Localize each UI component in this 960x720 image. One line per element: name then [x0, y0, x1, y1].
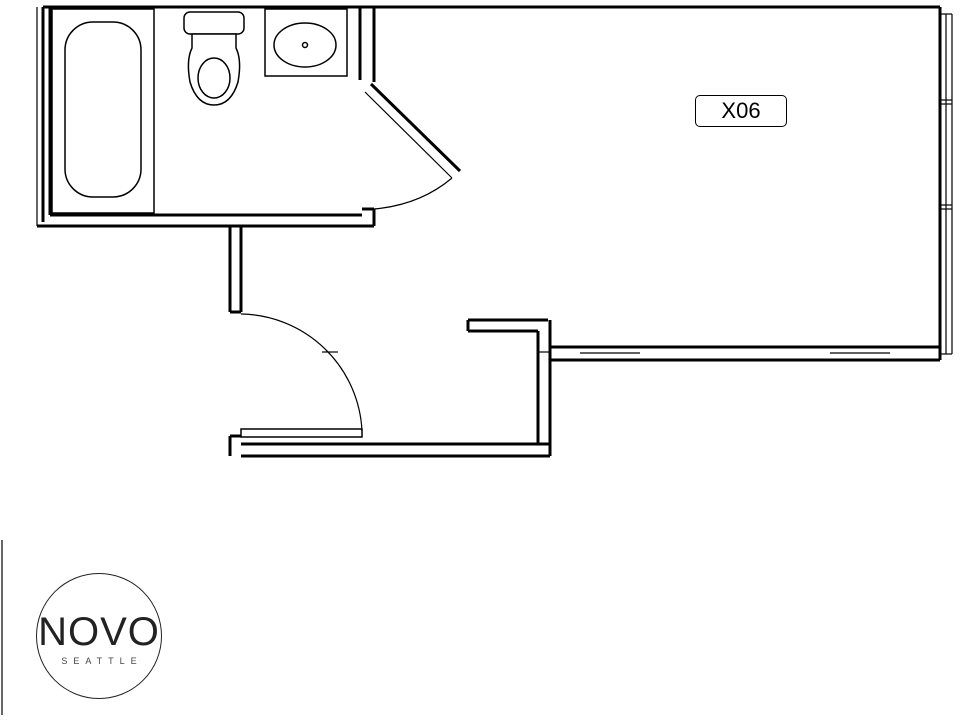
entry-door: [230, 313, 363, 438]
novo-logo: NOVO SEATTLE: [36, 573, 162, 699]
sink: [264, 8, 348, 77]
unit-label: X06: [695, 95, 787, 127]
logo-word: NOVO: [38, 610, 160, 654]
bathtub: [51, 8, 155, 214]
logo-subtitle: SEATTLE: [61, 656, 143, 666]
toilet: [183, 11, 245, 106]
exterior-walls: [36, 5, 953, 458]
bathroom-door: [364, 82, 462, 210]
